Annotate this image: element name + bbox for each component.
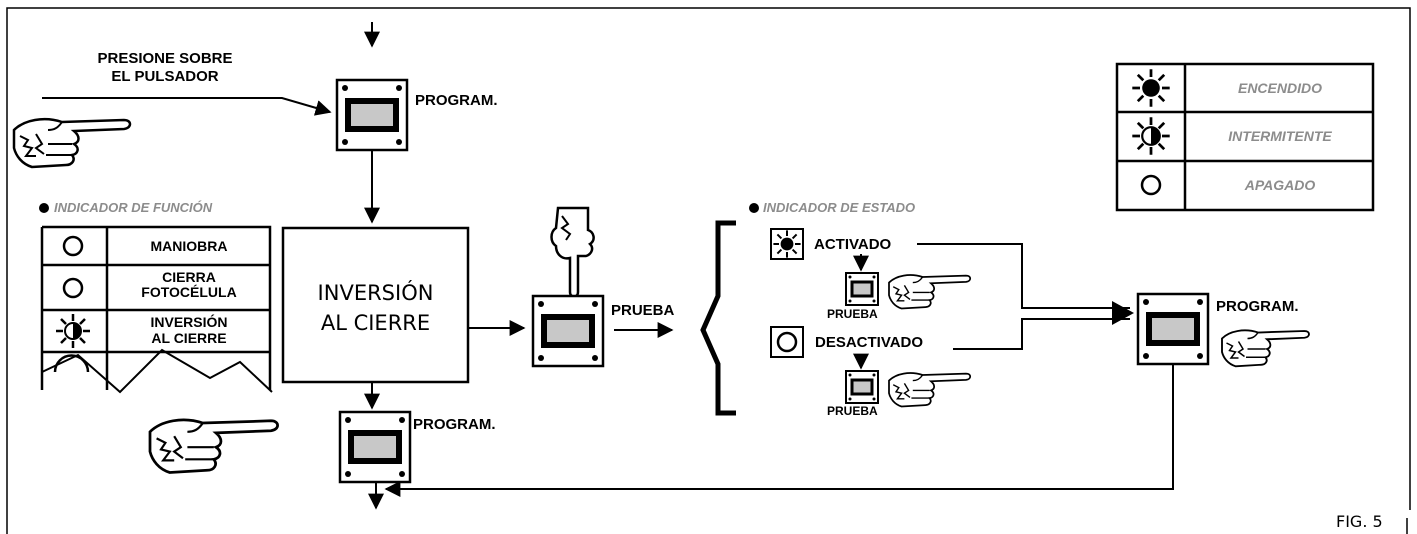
program-button-bottom[interactable] xyxy=(340,412,410,482)
legend-label-blinking: INTERMITENTE xyxy=(1228,128,1332,144)
pointing-hand-icon xyxy=(1221,329,1310,368)
led-on-icon xyxy=(1130,67,1172,109)
function-row-label: MANIOBRA xyxy=(150,238,228,254)
return-line xyxy=(384,364,1174,497)
program-button-top[interactable] xyxy=(337,80,407,150)
state-indicator-title: INDICADOR DE ESTADO xyxy=(763,200,916,215)
inversion-mode-box xyxy=(281,226,470,384)
program-button-right[interactable] xyxy=(1138,294,1208,364)
led-blinking-icon xyxy=(1130,115,1172,157)
test-label-small: PRUEBA xyxy=(827,307,878,321)
function-indicator-title: INDICADOR DE FUNCIÓN xyxy=(54,200,213,215)
program-label-right: PROGRAM. xyxy=(1216,298,1299,315)
test-button-small-activated[interactable] xyxy=(844,271,880,307)
test-button-small-deactivated[interactable] xyxy=(844,369,880,405)
bullet-icon xyxy=(39,203,49,213)
led-off-icon xyxy=(1140,174,1162,196)
press-instruction: PRESIONE SOBRE EL PULSADOR xyxy=(97,50,233,85)
led-off-icon xyxy=(62,277,84,299)
pointing-hand-down-icon xyxy=(550,206,595,298)
test-label: PRUEBA xyxy=(611,302,675,319)
figure-frame xyxy=(6,7,1411,534)
figure-label: FIG. 5 xyxy=(1336,512,1383,531)
program-label-bottom: PROGRAM. xyxy=(413,416,496,433)
legend-label-on: ENCENDIDO xyxy=(1237,80,1322,96)
pointing-hand-icon xyxy=(12,117,132,169)
function-row-label: INVERSIÓN AL CIERRE xyxy=(150,314,228,346)
function-indicator-table xyxy=(40,225,273,394)
state-activated-label: ACTIVADO xyxy=(814,236,892,253)
pointing-hand-icon xyxy=(148,418,279,474)
led-off-icon xyxy=(62,235,84,257)
function-row-label: CIERRA FOTOCÉLULA xyxy=(141,269,237,300)
state-deactivated-label: DESACTIVADO xyxy=(815,334,924,351)
pointing-hand-icon xyxy=(888,372,972,408)
test-label-small: PRUEBA xyxy=(827,404,878,418)
options-brace xyxy=(700,220,736,416)
pointing-hand-icon xyxy=(888,274,972,310)
led-on-icon xyxy=(772,229,802,259)
bullet-icon xyxy=(749,203,759,213)
test-button[interactable] xyxy=(533,296,603,366)
led-blinking-icon xyxy=(54,312,92,350)
press-leader-line xyxy=(42,97,332,116)
inversion-box-label: INVERSIÓN AL CIERRE xyxy=(317,281,434,335)
legend-label-off: APAGADO xyxy=(1244,177,1316,193)
led-off-icon xyxy=(776,331,798,353)
program-label-top: PROGRAM. xyxy=(415,92,498,109)
